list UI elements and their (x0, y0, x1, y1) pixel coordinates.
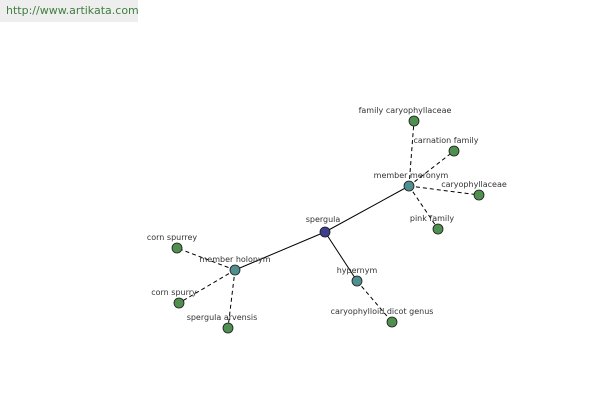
edge-member-meronym-to-family-caryophyllaceae (408, 120, 415, 187)
graph-edges (176, 120, 480, 329)
node-corn-spurry[interactable] (173, 297, 185, 309)
node-label-caryophyllaceae[interactable]: caryophyllaceae (441, 180, 507, 189)
node-label-member-holonym[interactable]: member holonym (199, 255, 270, 264)
edge-spergula-to-hypernym (324, 231, 358, 282)
node-member-meronym[interactable] (403, 180, 415, 192)
node-caryophyllaceae[interactable] (473, 189, 485, 201)
edge-member-meronym-to-caryophyllaceae (408, 185, 480, 196)
node-member-holonym[interactable] (229, 264, 241, 276)
edge-hypernym-to-caryophylloid-dicot-genus (356, 280, 393, 323)
node-caryophylloid-dicot-genus[interactable] (386, 316, 398, 328)
node-label-carnation-family[interactable]: carnation family (414, 136, 479, 145)
node-corn-spurrey[interactable] (171, 242, 183, 254)
node-spergula[interactable] (319, 226, 331, 238)
edge-member-holonym-to-corn-spurrey (176, 247, 236, 271)
node-label-family-caryophyllaceae[interactable]: family caryophyllaceae (359, 106, 452, 115)
site-url-watermark: http://www.artikata.com (0, 0, 139, 22)
node-label-spergula-arvensis[interactable]: spergula arvensis (187, 313, 258, 322)
edge-member-meronym-to-carnation-family (408, 150, 455, 187)
node-label-caryophylloid-dicot-genus[interactable]: caryophylloid dicot genus (331, 307, 434, 316)
node-label-hypernym[interactable]: hypernym (337, 266, 378, 275)
node-label-spergula[interactable]: spergula (306, 215, 341, 224)
edge-spergula-to-member-meronym (324, 185, 410, 233)
node-family-caryophyllaceae[interactable] (408, 115, 420, 127)
edge-member-meronym-to-pink-family (408, 185, 439, 230)
graph-labels: spergula member holonym member meronym hype… (147, 106, 507, 322)
edge-spergula-to-member-holonym (234, 231, 326, 271)
node-label-corn-spurrey[interactable]: corn spurrey (147, 233, 198, 242)
node-spergula-arvensis[interactable] (222, 322, 234, 334)
node-carnation-family[interactable] (448, 145, 460, 157)
node-hypernym[interactable] (351, 275, 363, 287)
node-pink-family[interactable] (432, 223, 444, 235)
edge-member-holonym-to-spergula-arvensis (227, 269, 236, 329)
edge-member-holonym-to-corn-spurry (178, 269, 236, 304)
node-label-member-meronym[interactable]: member meronym (374, 171, 449, 180)
node-label-corn-spurry[interactable]: corn spurry (151, 288, 197, 297)
node-label-pink-family[interactable]: pink family (410, 214, 455, 223)
graph-nodes (171, 115, 485, 334)
